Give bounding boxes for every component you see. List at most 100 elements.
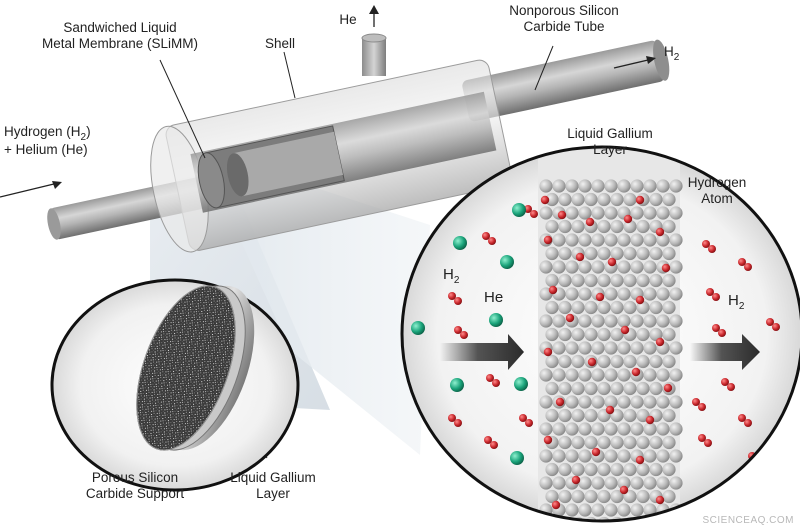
gallium-atom — [669, 314, 683, 328]
gallium-atom — [578, 341, 592, 355]
gallium-atom — [578, 395, 592, 409]
gallium-atom — [604, 476, 618, 490]
gallium-atom — [571, 408, 585, 423]
hydrogen-atom — [551, 500, 561, 510]
hydrogen-atom — [655, 227, 665, 237]
label-feed: Hydrogen (H2) + Helium (He) — [4, 124, 91, 157]
gallium-atom — [604, 287, 618, 301]
gallium-atom — [669, 260, 683, 274]
hydrogen-atom — [543, 235, 553, 245]
gallium-atom — [552, 476, 566, 490]
leader-shell — [283, 51, 296, 99]
gallium-atom — [649, 354, 663, 369]
hydrogen-atom — [587, 357, 597, 367]
watermark: SCIENCEAQ.COM — [702, 515, 794, 526]
gallium-atom — [591, 422, 605, 436]
hydrogen-atom — [772, 323, 780, 331]
gallium-atom — [584, 462, 598, 477]
hydrogen-atoms — [448, 195, 780, 510]
hydrogen-atom — [530, 210, 538, 218]
gallium-atom — [610, 327, 624, 342]
gallium-atom — [584, 300, 598, 315]
gallium-atom — [617, 314, 631, 328]
gallium-atom — [610, 489, 624, 504]
gallium-atom — [604, 233, 618, 247]
hydrogen-atom — [488, 237, 496, 245]
gallium-atom — [552, 449, 566, 463]
gallium-atom — [571, 327, 585, 342]
hydrogen-atom — [635, 455, 645, 465]
gallium-atom — [610, 408, 624, 423]
gallium-atom — [545, 327, 559, 342]
gallium-atom — [552, 341, 566, 355]
hydrogen-atom — [754, 457, 762, 465]
gallium-atom — [669, 287, 683, 301]
gallium-atom — [584, 327, 598, 342]
helium-atom — [411, 321, 425, 335]
gallium-atom — [630, 422, 644, 436]
flow-arrow-out — [690, 334, 760, 370]
gallium-atom — [578, 179, 592, 193]
gallium-atom — [558, 489, 572, 504]
gallium-atom — [643, 368, 657, 382]
hydrogen-atom — [585, 217, 595, 227]
gallium-atom — [545, 219, 559, 234]
gallium-atom — [604, 368, 618, 382]
gallium-atom — [623, 381, 637, 396]
gallium-atom — [669, 368, 683, 382]
hydrogen-atom — [635, 195, 645, 205]
hydrogen-atom — [454, 419, 462, 427]
gallium-atom — [662, 516, 676, 521]
gallium-atom — [545, 489, 559, 504]
gallium-atom — [545, 273, 559, 288]
gallium-atom — [565, 341, 579, 355]
leader-tube — [534, 45, 554, 91]
gallium-atom — [578, 476, 592, 490]
gallium-atom — [571, 219, 585, 234]
helium-atom — [453, 236, 467, 250]
gallium-atom — [597, 327, 611, 342]
gallium-atom — [630, 503, 644, 517]
hydrogen-atom — [543, 347, 553, 357]
gallium-atom — [578, 314, 592, 328]
gallium-atom — [597, 489, 611, 504]
gallium-atom — [643, 314, 657, 328]
hydrogen-atom — [766, 318, 774, 326]
gallium-atom — [578, 449, 592, 463]
label-h2-out: H2 — [664, 44, 680, 63]
hydrogen-atom — [727, 383, 735, 391]
hydrogen-atom — [721, 378, 729, 386]
gallium-atom — [662, 354, 676, 369]
gallium-atom — [630, 206, 644, 220]
hydrogen-atom — [655, 337, 665, 347]
hydrogen-atom — [555, 397, 565, 407]
hydrogen-atom — [454, 297, 462, 305]
gallium-atom — [597, 435, 611, 450]
gallium-atom — [617, 341, 631, 355]
feed-arrow — [0, 182, 59, 198]
gallium-atom — [623, 408, 637, 423]
gallium-atom — [584, 381, 598, 396]
gallium-atom — [571, 192, 585, 207]
gallium-atom — [539, 368, 553, 382]
gallium-atom — [656, 206, 670, 220]
hydrogen-atom — [607, 257, 617, 267]
hydrogen-atom — [708, 245, 716, 253]
gallium-atom — [545, 246, 559, 261]
gallium-atom — [630, 179, 644, 193]
gallium-atom — [656, 395, 670, 409]
gallium-atom — [643, 395, 657, 409]
gallium-atom — [558, 273, 572, 288]
gallium-atom — [649, 516, 663, 521]
hydrogen-atom — [591, 447, 601, 457]
helium-atom — [450, 378, 464, 392]
gallium-atom — [539, 314, 553, 328]
hydrogen-atom — [744, 419, 752, 427]
hydrogen-atom — [635, 295, 645, 305]
hydrogen-atom — [557, 210, 567, 220]
hydrogen-atom — [619, 485, 629, 495]
hydrogen-atom — [738, 258, 746, 266]
gallium-atom — [591, 260, 605, 274]
